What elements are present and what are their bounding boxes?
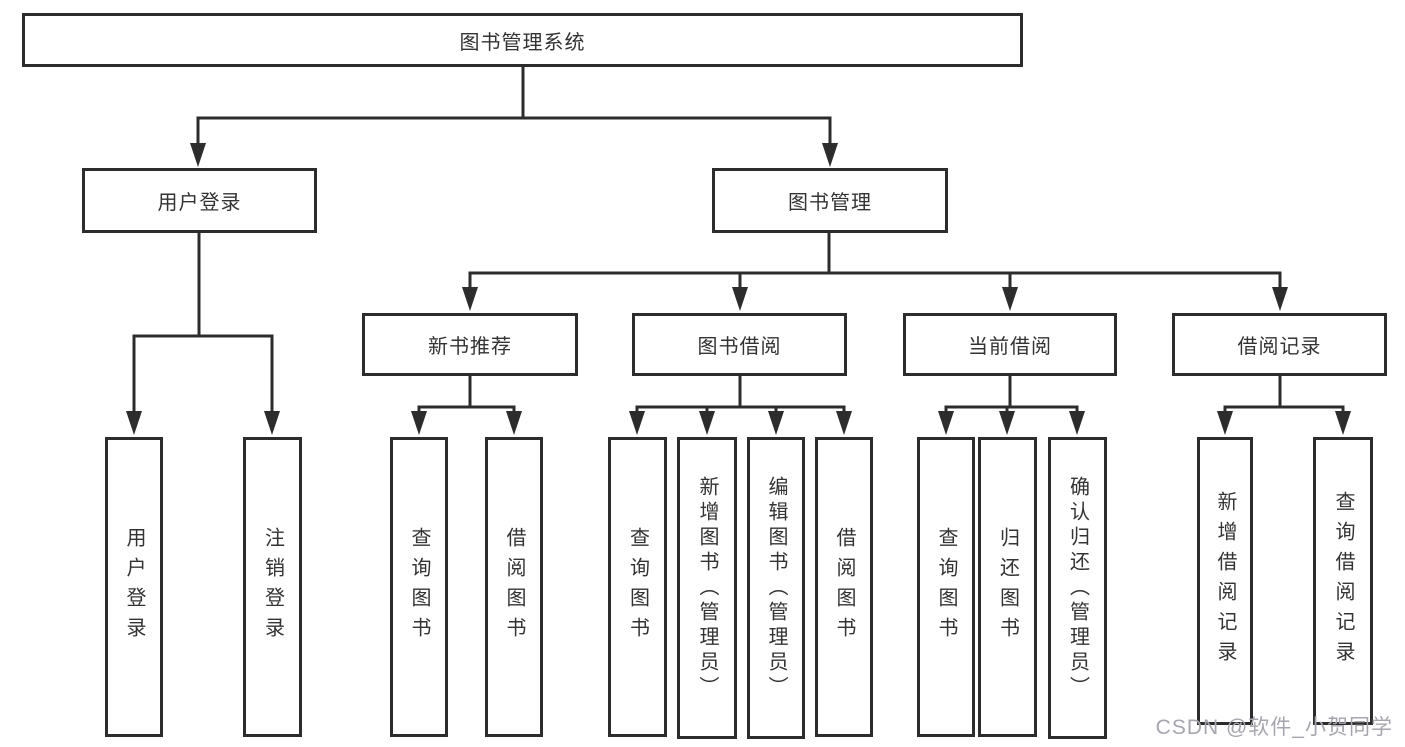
leaf-current-return-label: 归还图书	[996, 527, 1019, 647]
node-book-management: 图书管理	[712, 168, 948, 233]
node-book-borrow: 图书借阅	[632, 313, 847, 376]
node-borrow-records: 借阅记录	[1172, 313, 1387, 376]
leaf-record-query-label: 查询借阅记录	[1332, 491, 1354, 671]
node-new-book-recommend: 新书推荐	[362, 313, 578, 376]
leaf-borrow-add-book-label: 新增图书（管理员）	[696, 475, 718, 701]
leaf-newbook-query: 查询图书	[390, 437, 448, 737]
leaf-logout-label: 注销登录	[261, 527, 284, 647]
connector-book-management-children	[462, 232, 1288, 311]
connector-root-to-level2	[190, 66, 838, 167]
connector-book-borrow-children	[629, 375, 852, 435]
leaf-newbook-borrow: 借阅图书	[485, 437, 543, 737]
node-current-borrow: 当前借阅	[903, 313, 1117, 376]
leaf-newbook-borrow-label: 借阅图书	[503, 527, 525, 647]
csdn-watermark: CSDN @软件_小贺同学	[1155, 716, 1393, 739]
leaf-borrow-edit-book-label: 编辑图书（管理员）	[765, 475, 787, 701]
leaf-borrow-query-label: 查询图书	[626, 527, 649, 647]
leaf-record-add: 新增借阅记录	[1197, 437, 1253, 725]
leaf-borrow-query: 查询图书	[608, 437, 667, 737]
leaf-logout: 注销登录	[243, 437, 302, 737]
node-root: 图书管理系统	[22, 13, 1023, 67]
leaf-newbook-query-label: 查询图书	[408, 527, 430, 647]
leaf-user-login-label: 用户登录	[123, 527, 145, 647]
leaf-record-query: 查询借阅记录	[1313, 437, 1373, 725]
leaf-current-query: 查询图书	[917, 437, 975, 737]
connector-user-login-children	[126, 232, 280, 435]
connector-borrow-records-children	[1217, 375, 1351, 435]
leaf-borrow-borrow-book-label: 借阅图书	[833, 527, 855, 647]
connector-new-book-children	[411, 375, 522, 435]
leaf-user-login: 用户登录	[105, 437, 163, 737]
node-user-login: 用户登录	[82, 168, 317, 233]
leaf-current-confirm-return: 确认归还（管理员）	[1048, 437, 1107, 739]
leaf-current-return: 归还图书	[978, 437, 1037, 737]
leaf-borrow-add-book: 新增图书（管理员）	[677, 437, 737, 739]
leaf-borrow-edit-book: 编辑图书（管理员）	[747, 437, 805, 739]
leaf-record-add-label: 新增借阅记录	[1214, 491, 1236, 671]
leaf-current-confirm-return-label: 确认归还（管理员）	[1066, 475, 1089, 701]
connector-current-borrow-children	[938, 375, 1085, 435]
leaf-current-query-label: 查询图书	[935, 527, 957, 647]
leaf-borrow-borrow-book: 借阅图书	[815, 437, 873, 737]
